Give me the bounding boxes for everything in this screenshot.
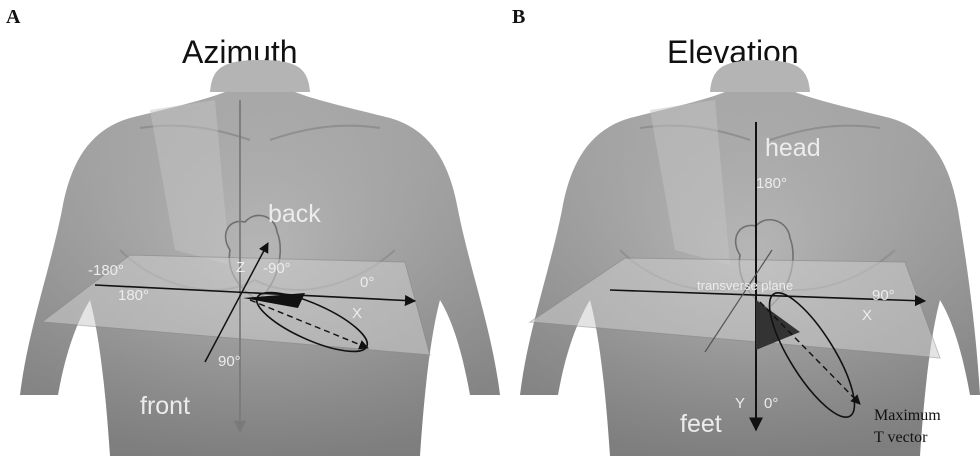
- panel-a-diagram: back front -180° 180° -90° 0° 90° Z X: [20, 60, 500, 456]
- label-transverse-plane: transverse plane: [697, 278, 793, 293]
- label-max-t-line1: Maximum: [874, 407, 941, 424]
- label-ninety-a: 90°: [218, 353, 241, 370]
- label-180-b: 180°: [756, 175, 787, 192]
- label-back: back: [268, 200, 321, 228]
- label-x-axis-a: X: [352, 305, 362, 322]
- label-feet: feet: [680, 410, 722, 438]
- label-neg90: -90°: [263, 260, 291, 277]
- label-x-axis-b: X: [862, 307, 872, 324]
- label-zero-a: 0°: [360, 274, 374, 291]
- panel-b-diagram: head feet 180° 90° 0° transverse plane X…: [520, 60, 980, 456]
- label-z-axis: Z: [236, 259, 245, 276]
- label-head: head: [765, 134, 821, 162]
- label-pos180: 180°: [118, 287, 149, 304]
- label-y-axis-b: Y: [735, 395, 745, 412]
- label-neg180: -180°: [88, 262, 124, 279]
- label-zero-b: 0°: [764, 395, 778, 412]
- label-front: front: [140, 392, 190, 420]
- label-max-t-line2: T vector: [874, 429, 928, 446]
- label-90-b: 90°: [872, 287, 895, 304]
